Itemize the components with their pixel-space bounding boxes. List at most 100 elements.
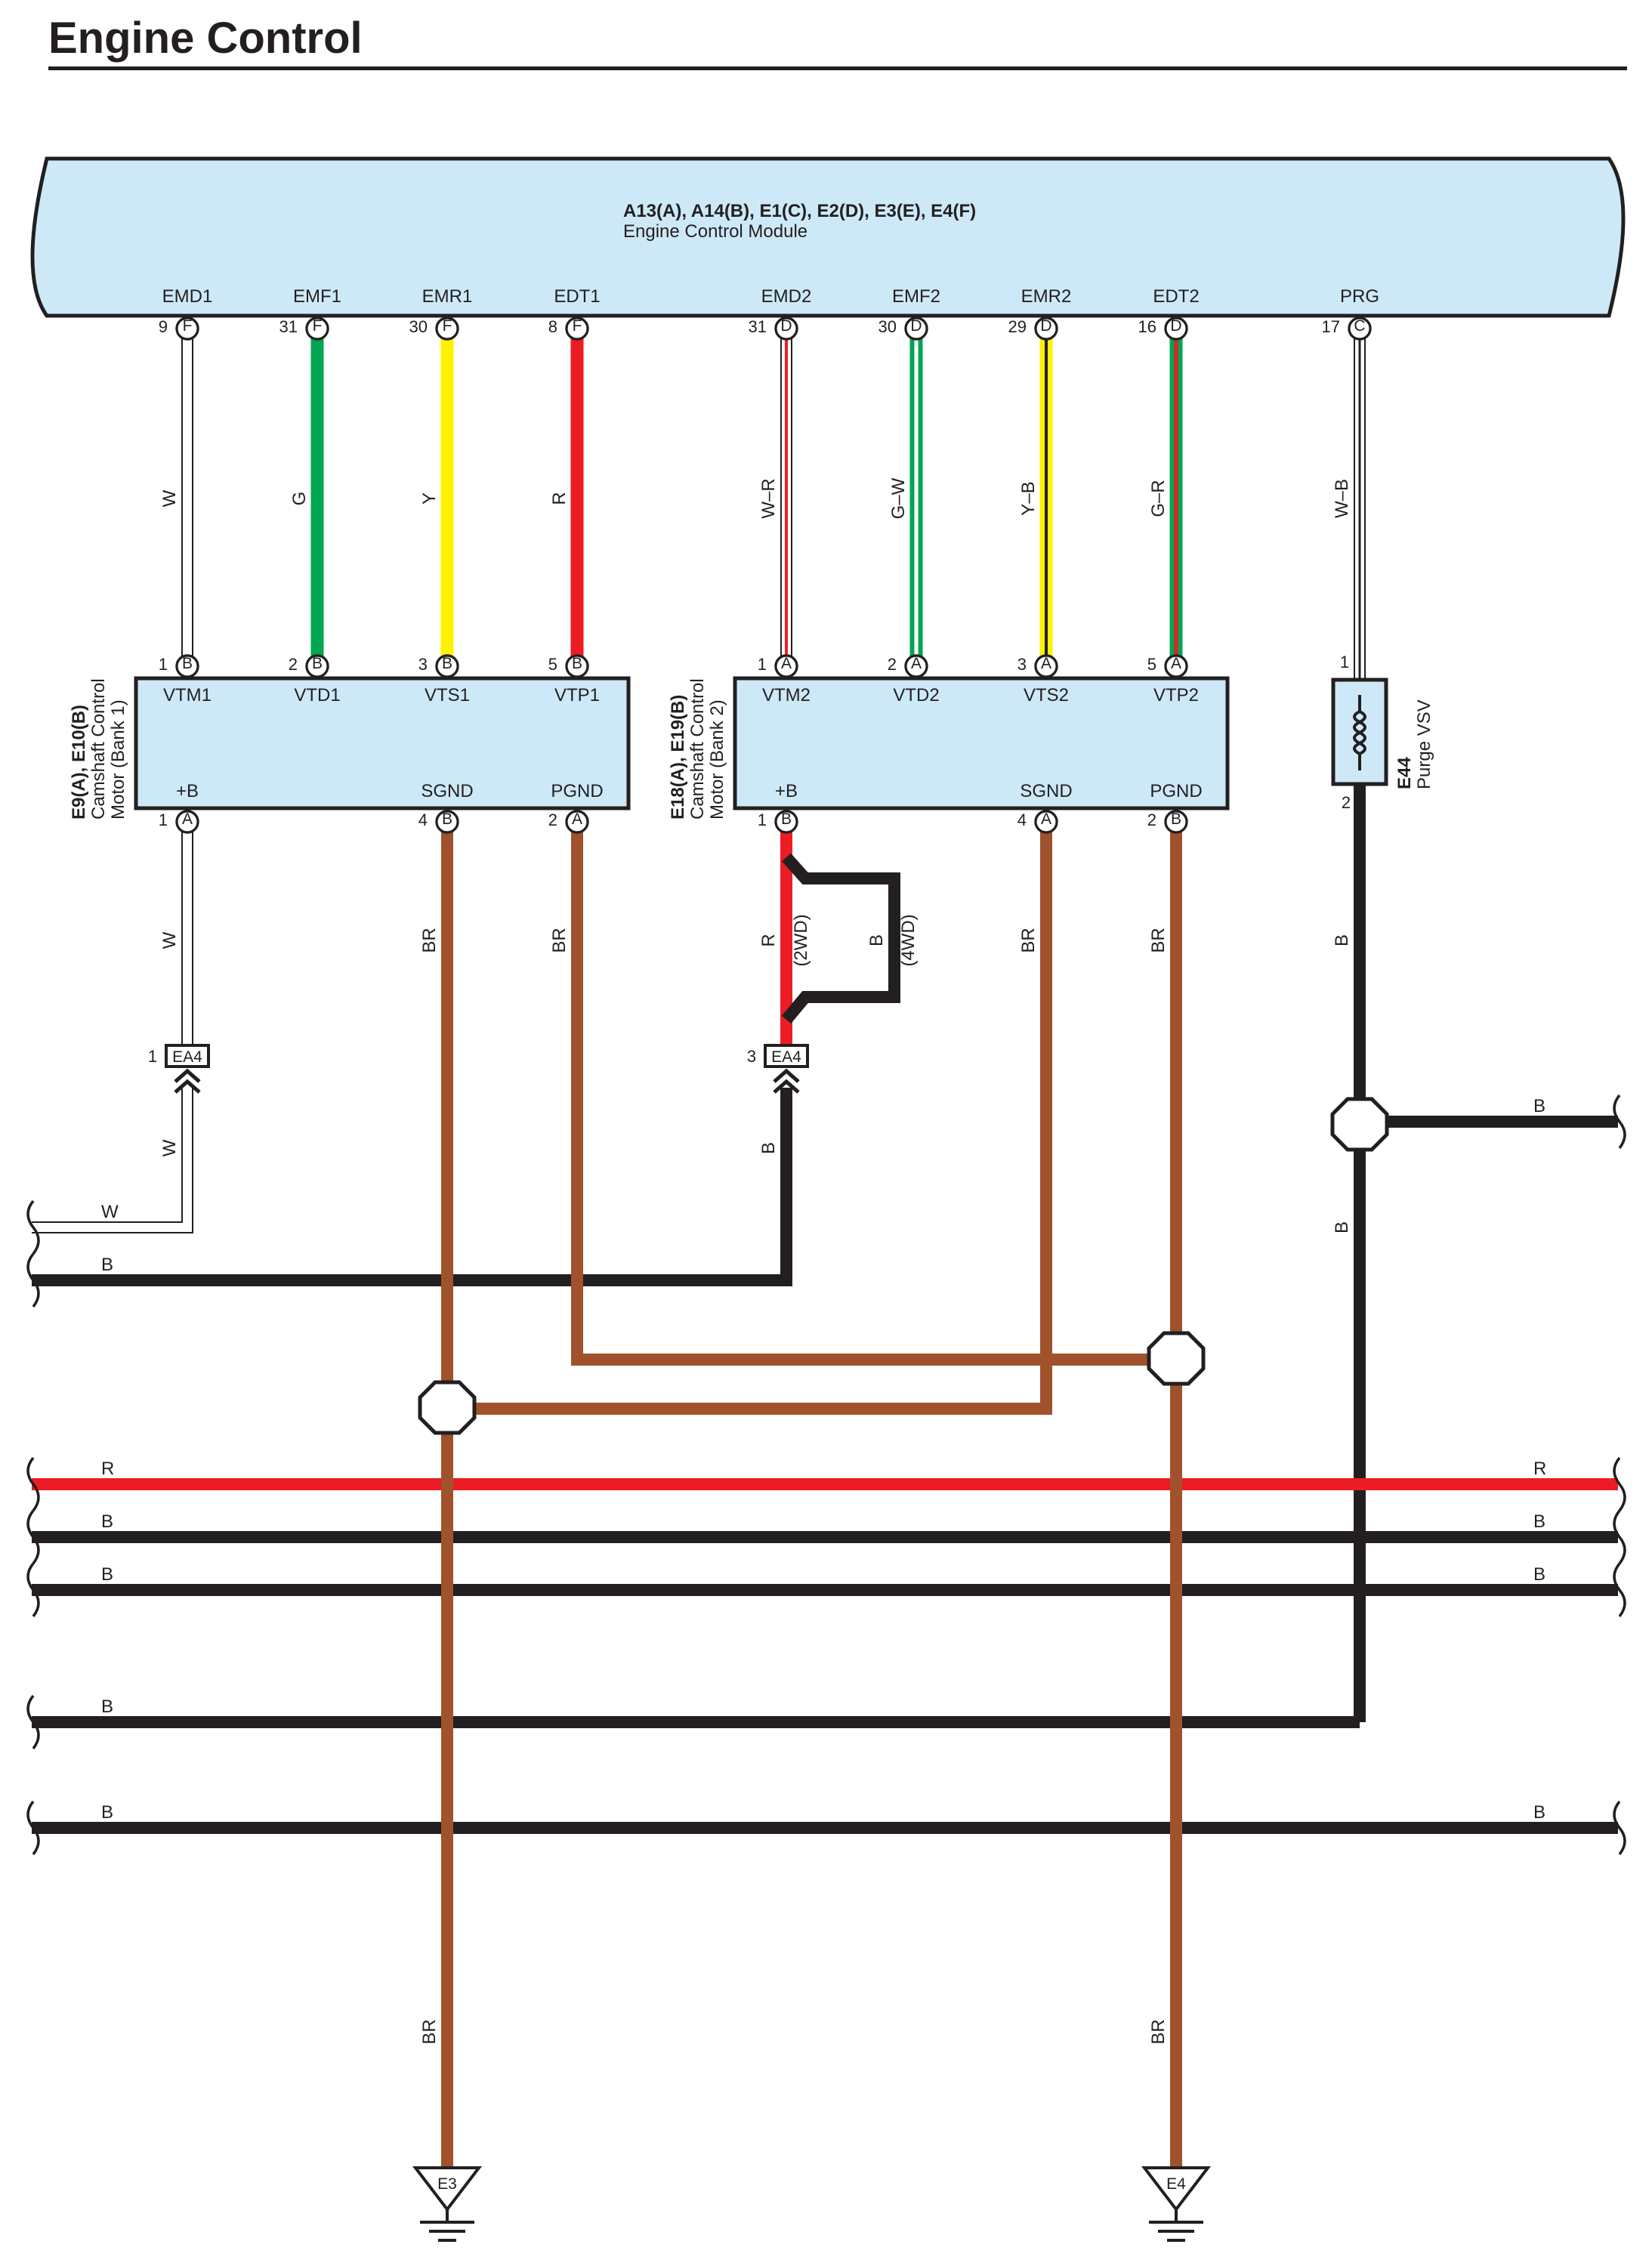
pin-name: VTD2 [893, 685, 939, 705]
svg-text:F: F [313, 317, 323, 335]
wire-label: B [758, 1142, 779, 1154]
svg-text:29: 29 [1008, 317, 1027, 336]
wire-label: B [1533, 1802, 1545, 1823]
wire-label: B [1332, 934, 1352, 946]
pin-number: 1 [148, 1047, 157, 1066]
svg-text:2: 2 [888, 655, 897, 674]
wire-label: W–B [1332, 479, 1352, 518]
component-connectors: E9(A), E10(B) [69, 705, 89, 820]
svg-text:E3: E3 [437, 2175, 457, 2193]
upper-wires [181, 329, 1366, 680]
svg-text:B: B [572, 655, 582, 672]
svg-text:F: F [183, 317, 193, 335]
splice-points [418, 1097, 1389, 1435]
lower-wires [32, 786, 1618, 2175]
ecm-connectors: A13(A), A14(B), E1(C), E2(D), E3(E), E4(… [623, 201, 976, 221]
svg-text:30: 30 [409, 317, 428, 336]
wire-label: B [1533, 1096, 1545, 1116]
ecm-pin-emr1: EMR1 [422, 286, 473, 307]
svg-text:B: B [1171, 810, 1181, 828]
svg-text:B: B [442, 655, 452, 672]
wire-label: W [159, 1139, 180, 1156]
svg-text:2: 2 [289, 655, 298, 674]
camshaft-motor-bank1 [134, 676, 631, 810]
splice-point [1147, 1331, 1206, 1386]
svg-text:17: 17 [1322, 317, 1340, 336]
ecm-pin-edt2: EDT2 [1153, 286, 1199, 307]
svg-text:2: 2 [548, 810, 557, 829]
wire-label: G [289, 492, 310, 506]
wire-label: B [101, 1802, 113, 1823]
pin-name: +B [176, 781, 199, 801]
svg-text:E4: E4 [1166, 2175, 1186, 2193]
svg-text:2: 2 [1147, 810, 1156, 829]
svg-text:1: 1 [159, 810, 168, 829]
connector-label: EA4 [172, 1048, 202, 1066]
component-name: Motor (Bank 1) [108, 699, 128, 820]
ecm-pin-prg: PRG [1340, 286, 1379, 307]
pin-name: +B [775, 781, 798, 801]
wire-label: B [101, 1511, 113, 1532]
svg-text:5: 5 [1147, 655, 1156, 674]
wire-label: (2WD) [791, 914, 811, 966]
svg-text:D: D [1040, 317, 1051, 335]
motor2-label: E18(A), E19(B) Camshaft Control Motor (B… [668, 678, 727, 820]
wire-label: R [549, 492, 570, 505]
ecm-pin-circles: F9 F31 F30 F8 D31 D30 D29 D16 C17 [159, 316, 1372, 341]
svg-text:A: A [1041, 655, 1051, 672]
pin-name: SGND [421, 781, 473, 801]
ecm-name: Engine Control Module [623, 221, 807, 242]
wire-label: Y–B [1018, 481, 1039, 515]
wire-label: BR [549, 928, 570, 952]
motor2-pin-names: VTM2 VTD2 VTS2 VTP2 +B SGND PGND [762, 685, 1203, 801]
wire-label: G–R [1148, 480, 1169, 517]
motor1-label: E9(A), E10(B) Camshaft Control Motor (Ba… [69, 678, 128, 820]
connector-ea4-1: EA4 1 [148, 1044, 210, 1094]
ecm-pin-names: EMD1 EMF1 EMR1 EDT1 EMD2 EMF2 EMR2 EDT2 … [162, 286, 1379, 307]
wire-label: (4WD) [898, 914, 919, 966]
wire-label: B [1533, 1511, 1545, 1532]
wire-label: B [101, 1255, 113, 1275]
svg-text:31: 31 [749, 317, 767, 336]
ecm-pin-emf1: EMF1 [293, 286, 341, 307]
connector-label: EA4 [771, 1048, 801, 1066]
wire-break-marks [26, 1094, 1626, 1856]
svg-text:B: B [781, 810, 792, 828]
svg-text:5: 5 [548, 655, 557, 674]
component-connectors: E44 [1394, 757, 1415, 789]
svg-text:B: B [312, 655, 323, 672]
svg-text:D: D [780, 317, 792, 335]
pin-number: 3 [747, 1047, 756, 1066]
wire-label: BR [419, 2019, 440, 2044]
svg-text:1: 1 [159, 655, 168, 674]
wire-label: R [101, 1459, 114, 1479]
motor1-pin-circles: B1 B2 B3 B5 A1 B4 A2 [159, 654, 589, 834]
svg-text:A: A [1041, 810, 1051, 828]
component-name: Motor (Bank 2) [707, 699, 727, 820]
component-name: Camshaft Control [88, 678, 109, 820]
upper-wire-labels: W G Y R W–R G–W Y–B G–R W–B [159, 477, 1352, 519]
pin-name: SGND [1020, 781, 1072, 801]
wire-label: W [159, 489, 180, 507]
svg-text:A: A [781, 655, 792, 672]
bus-labels: W B R B B B B B R B B B [101, 1096, 1546, 1823]
connector-ea4-2: EA4 3 [747, 1044, 809, 1094]
svg-text:D: D [910, 317, 922, 335]
lower-wire-labels: W W BR BR R (2WD) B (4WD) BR BR B B B BR… [159, 914, 1352, 2044]
pin-name: VTS1 [425, 685, 470, 705]
ecm-pin-edt1: EDT1 [554, 286, 600, 307]
camshaft-motor-bank2 [733, 676, 1230, 810]
svg-text:4: 4 [418, 810, 428, 829]
wire-label: W [159, 931, 180, 949]
svg-text:A: A [1171, 655, 1181, 672]
wire-label: W–R [758, 478, 779, 518]
pin-name: VTM1 [163, 685, 212, 705]
wire-label: G–W [888, 477, 909, 519]
purge-vsv: 1 2 E44 Purge VSV [1331, 653, 1434, 812]
svg-text:31: 31 [279, 317, 298, 336]
ecm-pin-emd2: EMD2 [761, 286, 812, 307]
pin-name: VTS2 [1024, 685, 1069, 705]
wire-label: BR [419, 928, 440, 952]
splice-point [1330, 1097, 1389, 1152]
